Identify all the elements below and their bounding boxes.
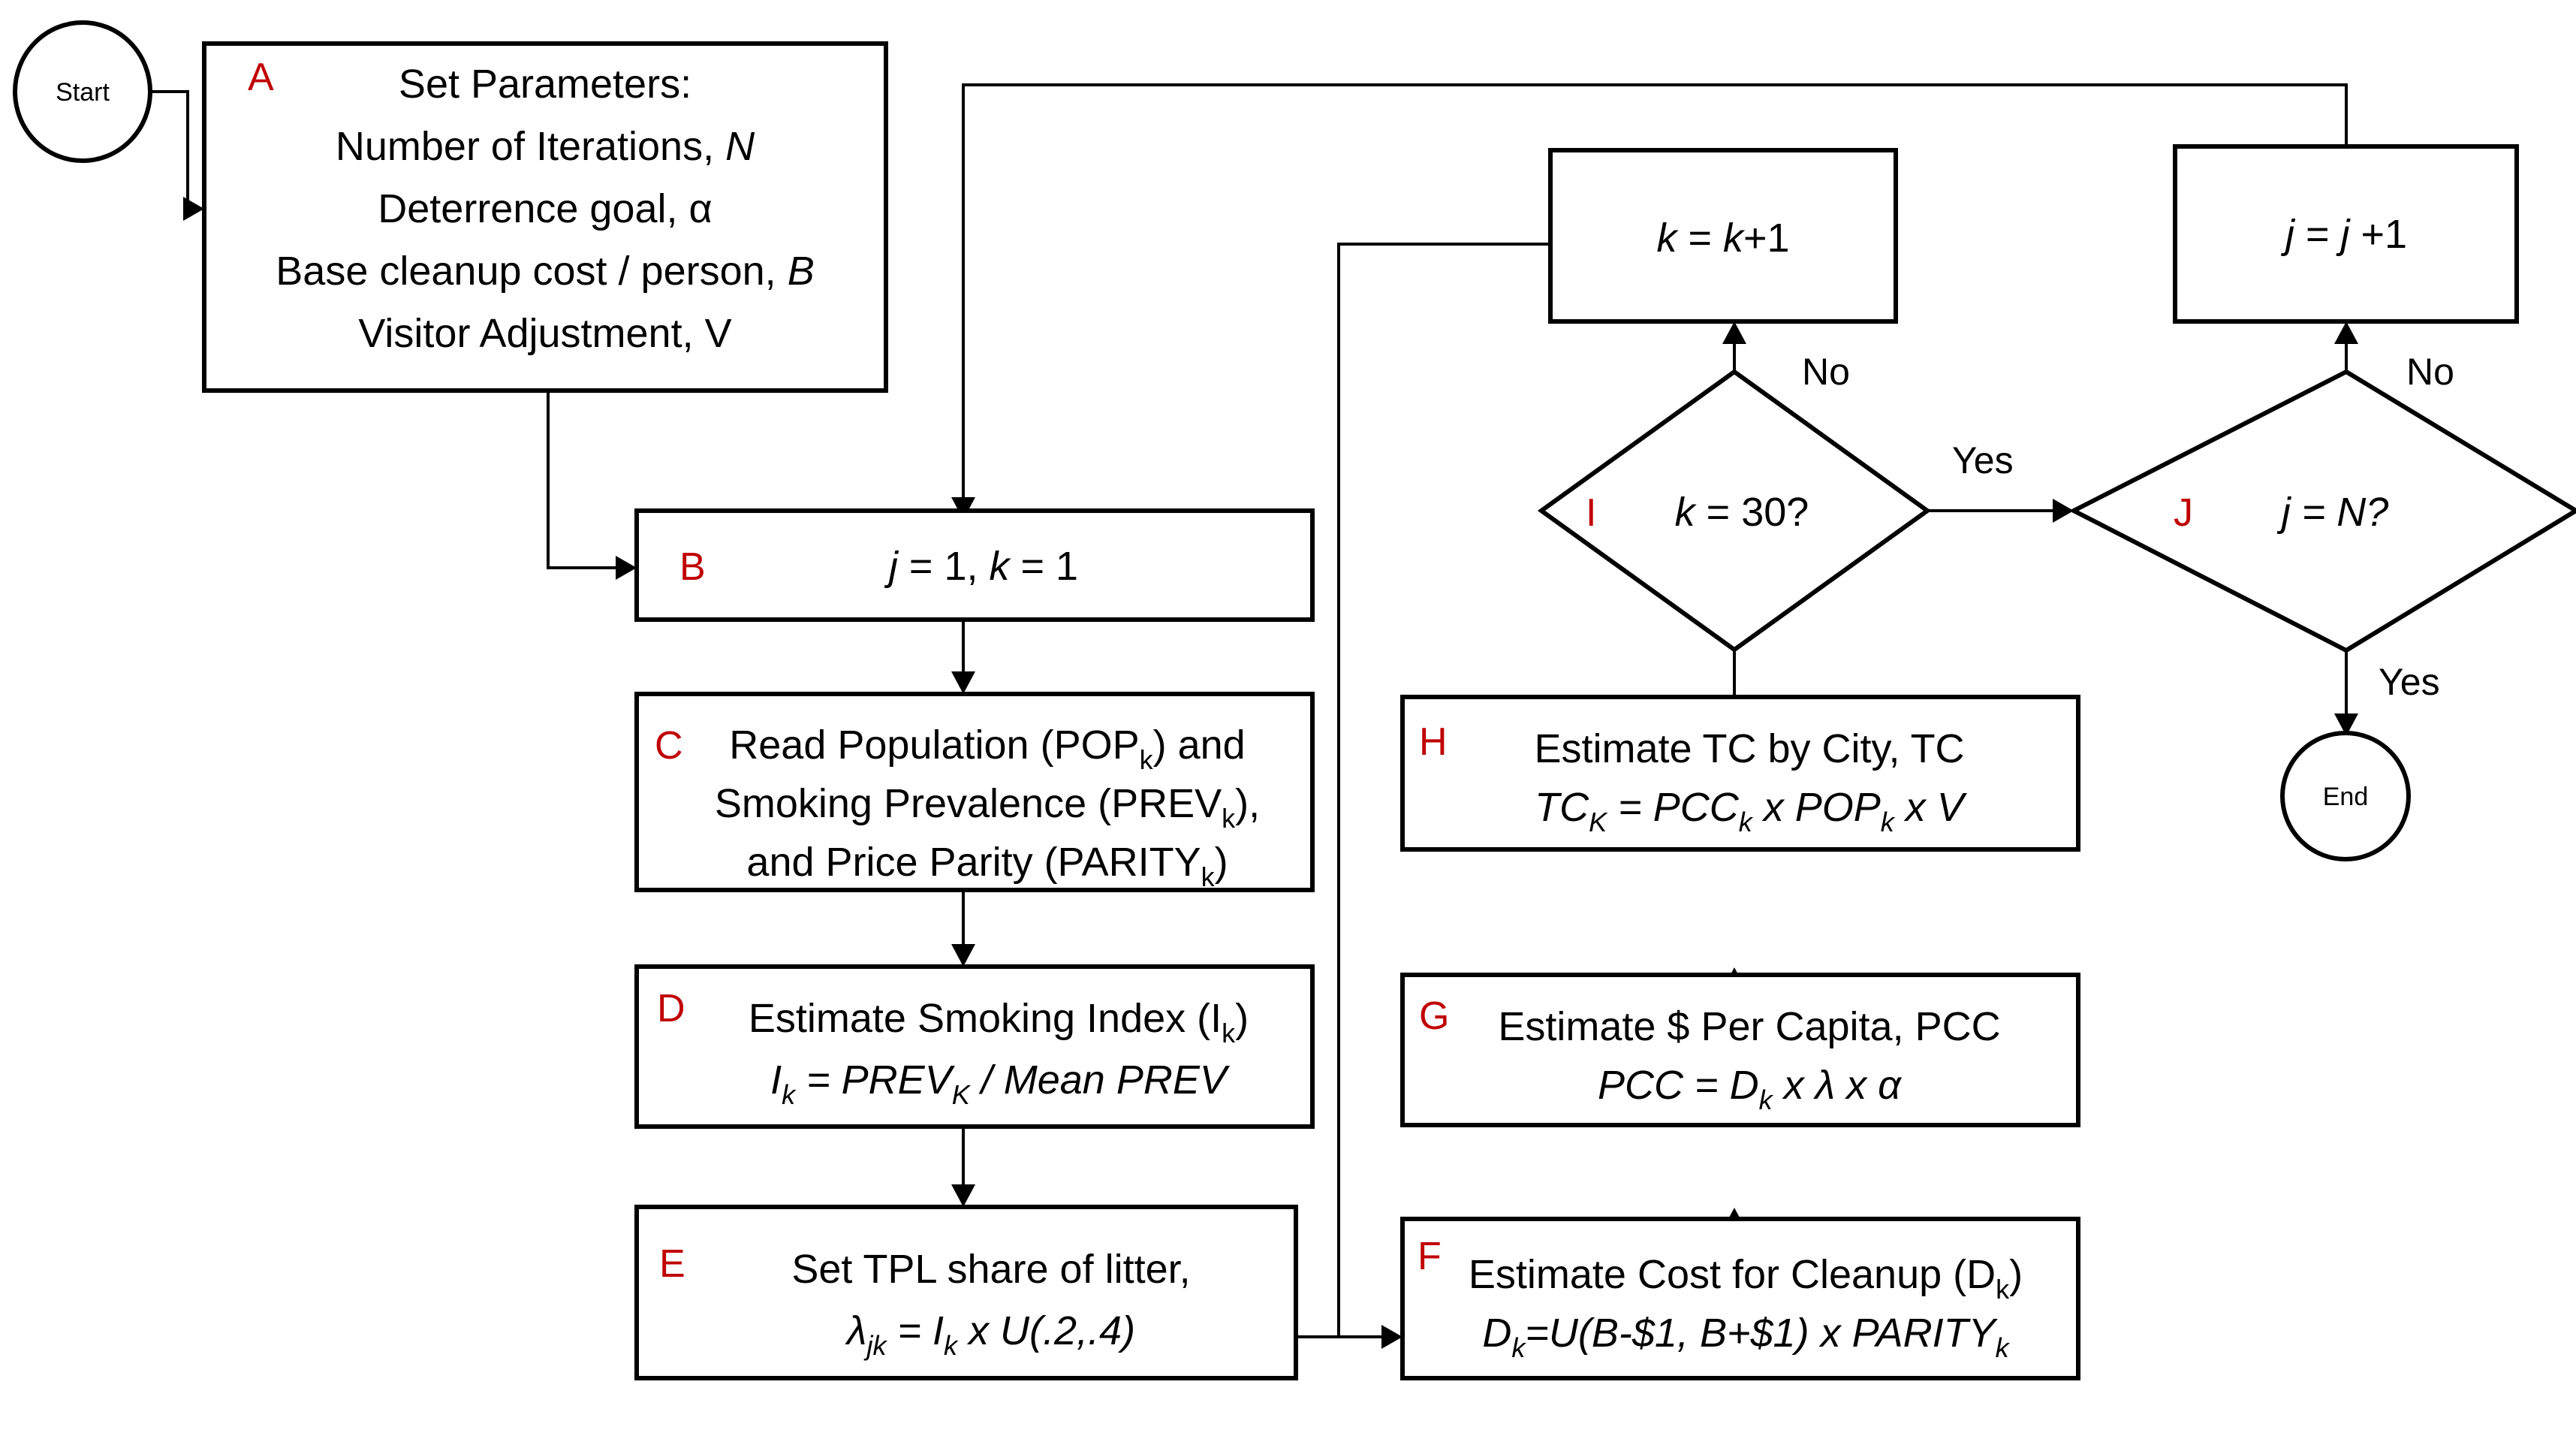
node-e[interactable]: E Set TPL share of litter, λjk = Ik x U(…	[634, 1205, 1298, 1380]
arrowhead-a-to-b	[616, 556, 637, 580]
edge-start-to-a	[150, 90, 197, 210]
node-g-line2: PCC = Dk x λ x α	[1598, 1063, 1903, 1115]
node-d[interactable]: D Estimate Smoking Index (Ik) Ik = PREVK…	[634, 964, 1315, 1129]
node-k-increment-shape	[1548, 148, 1898, 324]
label-i-yes: Yes	[1952, 439, 2014, 481]
node-j-line1: j = N?	[2276, 490, 2389, 535]
node-b-line1: j = 1, k = 1	[884, 544, 1078, 589]
edge-jinc-to-b	[962, 83, 2348, 511]
node-c-shape	[634, 692, 1315, 892]
end-terminal-shape	[2280, 731, 2411, 861]
arrowhead-j-yes-to-end	[2334, 713, 2358, 736]
node-j-decision[interactable]: J j = N? No Yes	[2068, 351, 2576, 703]
node-e-shape	[634, 1205, 1298, 1380]
node-i-shape	[1537, 369, 1932, 653]
node-j-increment[interactable]: j = j +1	[2173, 144, 2519, 324]
node-start[interactable]: Start	[13, 20, 152, 163]
edge-kinc-to-f	[1337, 243, 1550, 1338]
node-end[interactable]: End	[2280, 731, 2411, 861]
node-c-line1: Read Population (POPk) and	[729, 723, 1245, 775]
arrowhead-d-to-e	[951, 1184, 975, 1207]
arrowhead-i-no-to-kinc	[1722, 321, 1746, 344]
label-j-no: No	[2406, 351, 2454, 393]
node-h[interactable]: H Estimate TC by City, TC TCK = PCCk x P…	[1400, 695, 2080, 852]
node-i-decision[interactable]: I k = 30? No Yes	[1537, 351, 2014, 653]
node-i-letter: I	[1586, 491, 1596, 535]
node-a-line1: Set Parameters:	[399, 62, 691, 107]
node-g-letter: G	[1419, 994, 1449, 1038]
node-g[interactable]: G Estimate $ Per Capita, PCC PCC = Dk x …	[1400, 973, 2080, 1127]
node-h-letter: H	[1419, 720, 1448, 764]
node-a-line2: Number of Iterations, N	[336, 124, 755, 169]
node-j-letter: J	[2174, 491, 2193, 535]
node-f[interactable]: F Estimate Cost for Cleanup (Dk) Dk=U(B-…	[1400, 1217, 2080, 1380]
node-c[interactable]: C Read Population (POPk) and Smoking Pre…	[634, 692, 1315, 892]
node-a-line5: Visitor Adjustment, V	[358, 311, 731, 356]
node-e-line1: Set TPL share of litter,	[791, 1247, 1190, 1292]
start-label: Start	[56, 78, 110, 107]
node-f-line2: Dk=U(B-$1, B+$1) x PARITYk	[1482, 1311, 2010, 1363]
node-a[interactable]: A Set Parameters: Number of Iterations, …	[202, 41, 888, 393]
node-e-line2: λjk = Ik x U(.2,.4)	[845, 1308, 1135, 1361]
node-d-line2: Ik = PREVK / Mean PREV	[770, 1057, 1231, 1110]
start-terminal-shape	[13, 20, 152, 163]
node-g-shape	[1400, 973, 2080, 1127]
label-j-yes: Yes	[2379, 661, 2440, 703]
node-a-shape	[202, 41, 888, 393]
node-b-shape	[634, 508, 1315, 622]
end-label: End	[2323, 783, 2369, 811]
node-f-line1: Estimate Cost for Cleanup (Dk)	[1469, 1252, 2023, 1305]
node-a-letter: A	[248, 56, 274, 99]
node-c-letter: C	[655, 724, 683, 768]
arrowhead-start-to-a	[183, 197, 204, 221]
node-d-line1: Estimate Smoking Index (Ik)	[749, 996, 1249, 1048]
arrowhead-j-no-to-jinc	[2334, 321, 2358, 344]
node-d-letter: D	[657, 987, 685, 1030]
arrowhead-b-to-c	[951, 671, 975, 694]
arrowhead-c-to-d	[951, 944, 975, 967]
node-b[interactable]: B j = 1, k = 1	[634, 508, 1315, 622]
node-h-shape	[1400, 695, 2080, 852]
arrowhead-i-yes-to-j	[2053, 499, 2074, 523]
node-j-increment-label: j = j +1	[2280, 212, 2407, 257]
node-f-shape	[1400, 1217, 2080, 1380]
node-k-increment[interactable]: k = k+1	[1548, 148, 1898, 324]
node-a-line4: Base cleanup cost / person, B	[276, 249, 814, 294]
label-i-no: No	[1802, 351, 1850, 393]
node-g-line1: Estimate $ Per Capita, PCC	[1498, 1004, 2000, 1049]
node-e-letter: E	[659, 1242, 685, 1286]
node-h-line2: TCK = PCCk x POPk x V	[1535, 785, 1968, 837]
node-f-letter: F	[1418, 1235, 1442, 1278]
node-k-increment-label: k = k+1	[1656, 216, 1789, 261]
node-b-letter: B	[679, 545, 706, 589]
node-i-line1: k = 30?	[1675, 490, 1809, 535]
node-h-line1: Estimate TC by City, TC	[1534, 726, 1964, 771]
node-j-increment-shape	[2173, 144, 2519, 324]
edge-a-to-b	[547, 391, 629, 569]
node-c-line2: Smoking Prevalence (PREVk),	[715, 781, 1260, 834]
node-a-line3: Deterrence goal, α	[378, 186, 712, 231]
node-c-line3: and Price Parity (PARITYk)	[746, 840, 1228, 892]
node-d-shape	[634, 964, 1315, 1129]
node-j-shape	[2068, 369, 2576, 653]
